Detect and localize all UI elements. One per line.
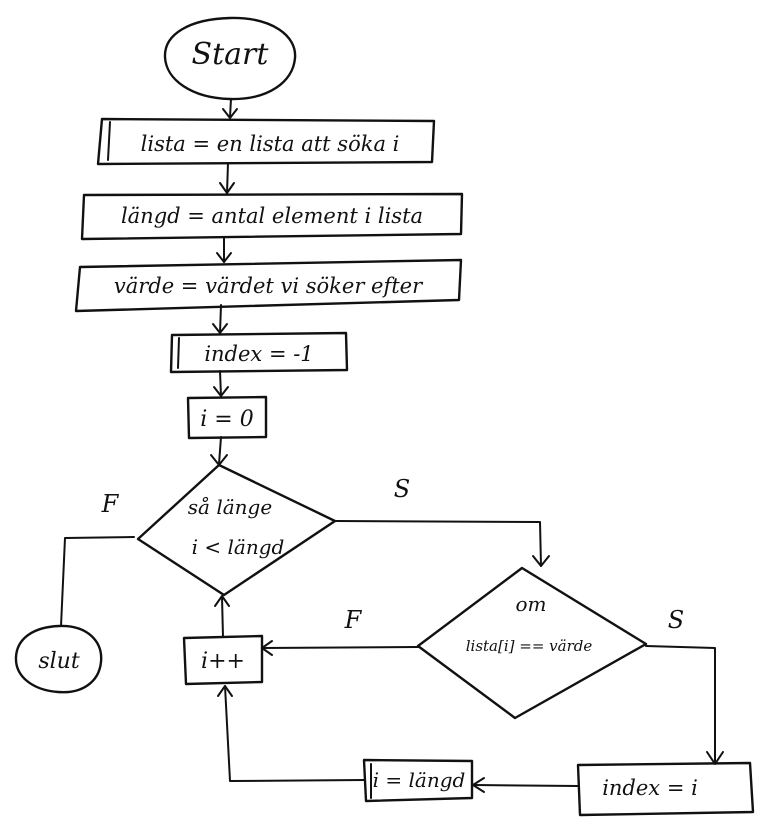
connector-set-index-to-set-i <box>472 777 579 793</box>
set-i-box: i = längd <box>362 758 474 803</box>
i-init-box: i = 0 <box>186 395 268 440</box>
connector-while-false-to-end <box>60 536 135 627</box>
set-index-label: index = i <box>602 776 698 800</box>
while-condition-line1: så länge <box>188 495 272 519</box>
while-true-label: S <box>394 475 410 503</box>
connector-lista-to-langd <box>219 162 235 194</box>
langd-assignment-label: längd = antal element i lista <box>121 204 423 228</box>
start-label: Start <box>192 37 270 72</box>
end-node: slut <box>14 624 103 694</box>
connector-i-to-while <box>210 436 228 466</box>
if-true-label: S <box>668 606 684 634</box>
end-label: slut <box>38 649 79 674</box>
start-node: Start <box>163 16 297 101</box>
while-condition-line2: i < längd <box>192 535 285 559</box>
increment-box: i++ <box>182 634 264 686</box>
while-false-label: F <box>101 490 120 518</box>
if-condition-diamond: om lista[i] == värde <box>416 566 648 720</box>
increment-label: i++ <box>201 649 245 674</box>
i-init-label: i = 0 <box>200 407 253 432</box>
lista-assignment-label: lista = en lista att söka i <box>141 132 400 156</box>
if-condition-line1: om <box>515 592 546 616</box>
connector-set-i-to-increment <box>217 685 365 782</box>
connector-varde-to-index <box>212 304 228 334</box>
lista-assignment-box: lista = en lista att söka i <box>96 117 436 166</box>
connector-langd-to-varde <box>216 237 232 263</box>
langd-assignment-box: längd = antal element i lista <box>80 192 464 241</box>
connector-start-to-lista <box>222 98 238 119</box>
connector-while-true-to-if <box>334 520 550 567</box>
varde-assignment-box: värde = värdet vi söker efter <box>74 258 463 313</box>
set-index-box: index = i <box>576 761 755 817</box>
index-init-label: index = -1 <box>204 342 313 366</box>
connector-if-false-to-increment <box>261 640 419 656</box>
if-false-label: F <box>344 606 363 634</box>
connector-if-true-to-set-index <box>645 645 724 765</box>
while-condition-diamond: så länge i < längd <box>136 463 337 597</box>
index-init-box: index = -1 <box>169 331 349 374</box>
connector-index-to-i <box>213 370 229 397</box>
if-condition-line2: lista[i] == värde <box>466 637 593 655</box>
set-i-label: i = längd <box>373 768 466 792</box>
connector-increment-to-while <box>214 595 230 638</box>
varde-assignment-label: värde = värdet vi söker efter <box>114 274 424 298</box>
